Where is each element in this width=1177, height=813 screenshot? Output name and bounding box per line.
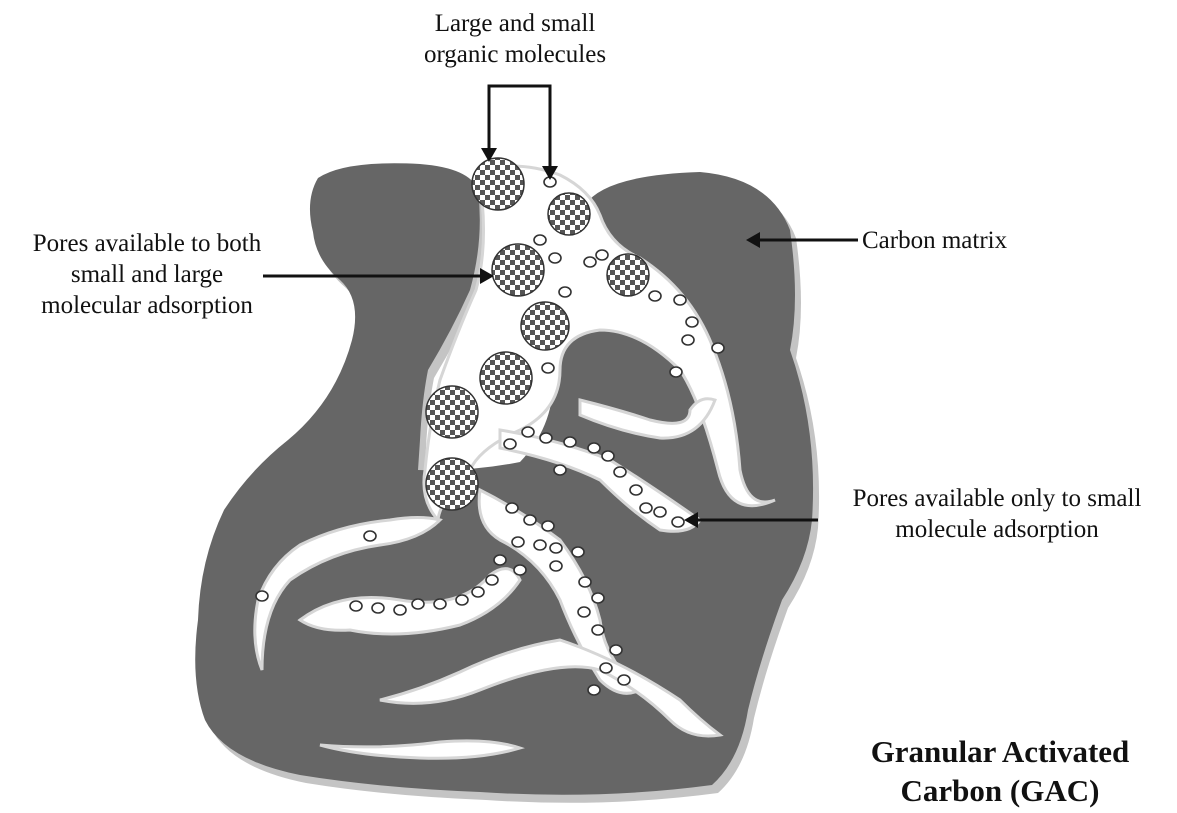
large-molecule: [492, 244, 544, 296]
small-molecule: [256, 591, 268, 601]
small-molecule: [614, 467, 626, 477]
small-molecule: [588, 443, 600, 453]
small-molecule: [540, 433, 552, 443]
small-molecule: [494, 555, 506, 565]
small-molecule: [602, 451, 614, 461]
small-molecule: [522, 427, 534, 437]
small-molecule: [674, 295, 686, 305]
small-molecule: [350, 601, 362, 611]
small-molecule: [610, 645, 622, 655]
large-molecule: [607, 254, 649, 296]
small-molecule: [504, 439, 516, 449]
small-molecule: [600, 663, 612, 673]
small-pores-label-line: Pores available only to small: [822, 483, 1172, 514]
molecules-bracket-arrow: [489, 86, 550, 168]
molecules-label-line: organic molecules: [395, 39, 635, 70]
small-molecule: [640, 503, 652, 513]
small-molecule: [542, 521, 554, 531]
small-molecule: [372, 603, 384, 613]
small-molecule: [472, 587, 484, 597]
small-molecule: [592, 625, 604, 635]
small-molecule: [554, 465, 566, 475]
diagram-title-line: Granular Activated: [840, 732, 1160, 771]
small-molecule: [549, 253, 561, 263]
small-molecule: [364, 531, 376, 541]
small-molecule: [654, 507, 666, 517]
small-molecule: [596, 250, 608, 260]
large-molecule: [472, 158, 524, 210]
diagram-title-line: Carbon (GAC): [840, 771, 1160, 810]
molecules-label-line: Large and small: [395, 8, 635, 39]
large-molecule: [521, 302, 569, 350]
small-molecule: [592, 593, 604, 603]
small-molecule: [524, 515, 536, 525]
small-molecule: [579, 577, 591, 587]
small-molecule: [682, 335, 694, 345]
small-molecule: [686, 317, 698, 327]
small-molecule: [564, 437, 576, 447]
small-molecule: [434, 599, 446, 609]
large-molecule: [426, 386, 478, 438]
molecules-label: Large and small organic molecules: [395, 8, 635, 70]
large-molecule: [548, 193, 590, 235]
small-molecule: [412, 599, 424, 609]
small-molecule: [534, 540, 546, 550]
small-molecule: [486, 575, 498, 585]
small-molecule: [512, 537, 524, 547]
small-molecule: [550, 543, 562, 553]
large-molecule: [480, 352, 532, 404]
small-molecule: [670, 367, 682, 377]
small-molecule: [630, 485, 642, 495]
small-molecule: [514, 565, 526, 575]
both-pores-label-line: molecular adsorption: [2, 290, 292, 321]
small-molecule: [572, 547, 584, 557]
carbon-matrix-label: Carbon matrix: [862, 225, 1062, 256]
small-molecule: [672, 517, 684, 527]
small-pores-label: Pores available only to small molecule a…: [822, 483, 1172, 545]
small-molecule: [584, 257, 596, 267]
small-molecule: [456, 595, 468, 605]
diagram-title: Granular Activated Carbon (GAC): [840, 732, 1160, 810]
small-molecule: [578, 607, 590, 617]
small-molecule: [559, 287, 571, 297]
small-molecule: [542, 363, 554, 373]
both-pores-label-line: Pores available to both: [2, 228, 292, 259]
small-molecule: [618, 675, 630, 685]
both-pores-label-line: small and large: [2, 259, 292, 290]
small-molecule: [506, 503, 518, 513]
small-molecule: [550, 561, 562, 571]
small-molecule: [588, 685, 600, 695]
large-molecule: [426, 458, 478, 510]
small-pores-label-line: molecule adsorption: [822, 514, 1172, 545]
both-pores-label: Pores available to both small and large …: [2, 228, 292, 321]
small-molecule: [394, 605, 406, 615]
small-molecule: [534, 235, 546, 245]
small-molecule: [712, 343, 724, 353]
small-molecule: [649, 291, 661, 301]
